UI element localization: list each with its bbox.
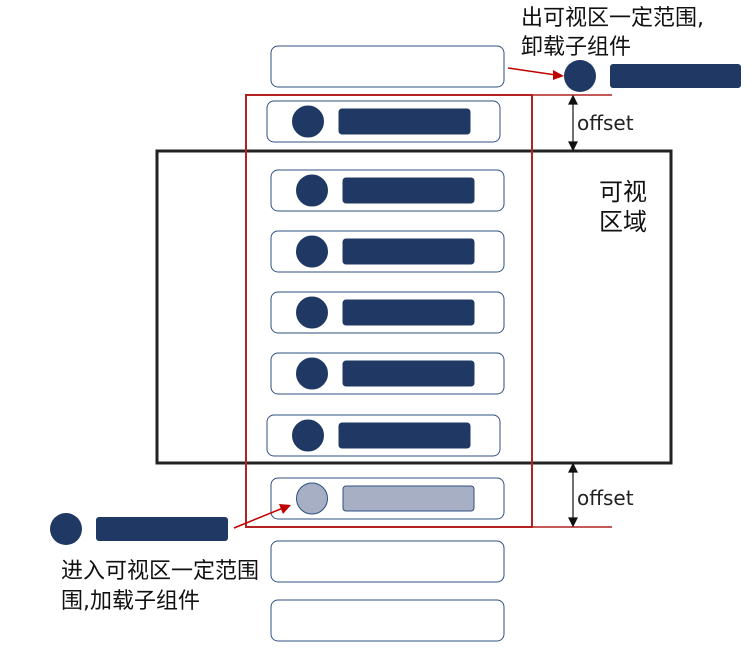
list-item-bar — [338, 108, 471, 135]
list-item — [270, 477, 505, 520]
list-item — [266, 414, 501, 457]
viewport-frame — [155, 149, 673, 465]
list-item-avatar — [296, 296, 328, 329]
offset-top-label: offset — [577, 111, 634, 135]
list-item-avatar — [296, 357, 328, 390]
unloaded-item-bar — [610, 64, 741, 88]
list-item-avatar — [296, 235, 328, 268]
viewport-label-line1: 可视 — [599, 178, 647, 206]
list-item-box — [270, 540, 505, 583]
list-item-avatar — [296, 482, 328, 515]
list-item — [270, 352, 505, 395]
list-item-avatar — [296, 174, 328, 207]
load-note-line1: 进入可视区一定范围 — [61, 559, 260, 584]
list-item — [266, 100, 501, 143]
list-item — [270, 599, 505, 642]
offset-top-arrow — [568, 94, 578, 152]
list-item-box — [270, 45, 505, 88]
list-item — [270, 169, 505, 212]
list-item-bar — [342, 360, 475, 387]
load-arrow — [233, 504, 291, 529]
list-item-box — [270, 599, 505, 642]
list-item — [270, 230, 505, 273]
unload-arrow — [507, 67, 564, 80]
offset-bottom-label: offset — [577, 486, 634, 510]
list-items — [266, 45, 505, 642]
load-note-line2: 围,加载子组件 — [61, 589, 200, 614]
list-item-avatar — [292, 105, 324, 138]
loading-item-avatar — [50, 513, 82, 545]
list-item-bar — [342, 177, 475, 204]
list-item — [270, 540, 505, 583]
list-item — [270, 291, 505, 334]
offset-bottom-arrow — [568, 462, 578, 528]
render-range-frame — [245, 94, 533, 528]
loading-item-bar — [96, 517, 228, 541]
unloaded-item-avatar — [564, 60, 596, 92]
unload-note-line2: 卸载子组件 — [521, 35, 632, 60]
list-item-bar — [342, 485, 475, 512]
list-item-avatar — [292, 419, 324, 452]
list-item — [270, 45, 505, 88]
unload-note-line1: 出可视区一定范围, — [521, 6, 704, 31]
list-item-bar — [342, 299, 475, 326]
list-item-bar — [338, 422, 471, 449]
viewport-label-line2: 区域 — [599, 208, 647, 236]
list-item-bar — [342, 238, 475, 265]
